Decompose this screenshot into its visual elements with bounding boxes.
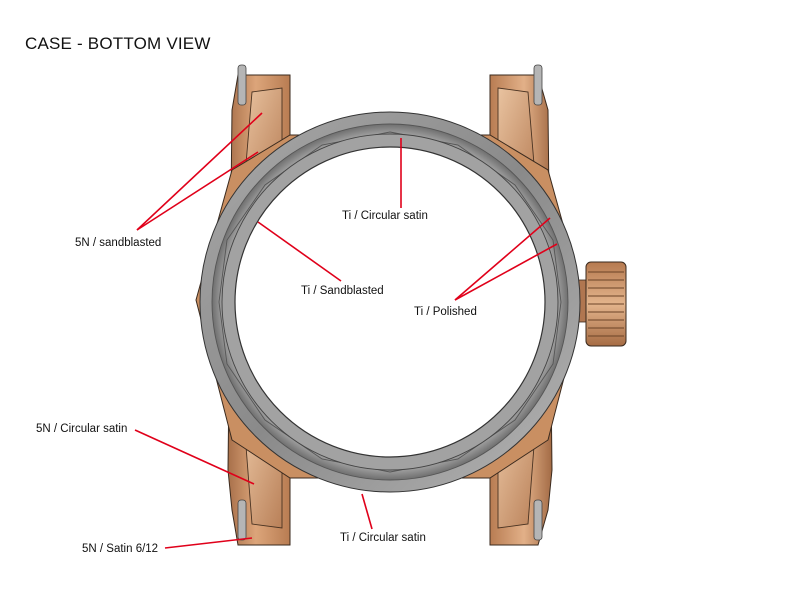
label-ti-polished: Ti / Polished: [414, 306, 477, 318]
leader-5n-satin-612: [164, 537, 253, 549]
leader-ti-circular-satin-bottom: [361, 493, 373, 530]
label-5n-satin-612: 5N / Satin 6/12: [82, 543, 159, 555]
leader-5n-sandblasted-b: [136, 151, 259, 231]
leader-ti-polished-a: [454, 217, 551, 301]
page-title: CASE - BOTTOM VIEW: [25, 34, 211, 53]
label-ti-circular-satin-bottom: Ti / Circular satin: [340, 532, 426, 544]
label-ti-circular-satin-top: Ti / Circular satin: [342, 210, 428, 222]
leader-5n-sandblasted-a: [136, 112, 263, 231]
label-5n-circular-satin: 5N / Circular satin: [36, 423, 128, 435]
leader-ti-sandblasted: [257, 221, 342, 282]
leader-5n-circular-satin: [134, 429, 255, 485]
leader-ti-polished-b: [454, 243, 558, 301]
titanium-bezel: [199, 111, 581, 493]
crown: [573, 261, 627, 347]
label-ti-sandblasted: Ti / Sandblasted: [301, 285, 384, 297]
leader-lines: [134, 112, 558, 549]
label-5n-sandblasted: 5N / sandblasted: [75, 237, 162, 249]
